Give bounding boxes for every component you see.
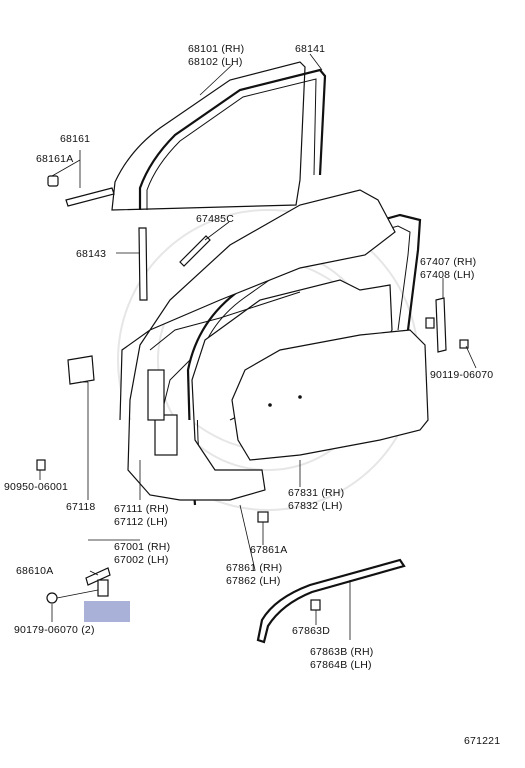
label-67863b: 67863B (RH): [310, 646, 373, 658]
bolt-90179: [46, 592, 58, 604]
label-90950: 90950-06001: [4, 481, 68, 493]
label-68141: 68141: [295, 43, 325, 55]
highlight-box: [84, 601, 130, 622]
clip-68161a: [47, 175, 59, 187]
cushion-67485c: [179, 235, 211, 267]
door-glass: [111, 61, 306, 211]
bolt-90119: [459, 339, 469, 349]
clip-67863d: [310, 599, 321, 611]
label-67002: 67002 (LH): [114, 554, 169, 566]
check-arm: [97, 579, 109, 597]
label-68101: 68101 (RH): [188, 43, 244, 55]
label-67001: 67001 (RH): [114, 541, 170, 553]
label-68102: 68102 (LH): [188, 56, 243, 68]
label-67863d: 67863D: [292, 625, 330, 637]
label-68161: 68161: [60, 133, 90, 145]
label-90119: 90119-06070: [430, 369, 493, 381]
clip-67861a: [257, 511, 269, 523]
leader-lines: [39, 53, 477, 640]
label-68610a: 68610A: [16, 565, 53, 577]
label-67407: 67407 (RH): [420, 256, 476, 268]
glass-run-channel: [138, 68, 327, 210]
label-68161a: 68161A: [36, 153, 73, 165]
rear-lower-channel: [138, 227, 148, 301]
door-panel: [119, 189, 396, 501]
label-67111: 67111 (RH): [114, 503, 169, 515]
service-hole-cover: [231, 329, 429, 461]
label-67118: 67118: [66, 501, 95, 513]
label-67861a: 67861A: [250, 544, 287, 556]
label-67112: 67112 (LH): [114, 516, 168, 528]
clip-90950: [36, 459, 46, 471]
label-67862: 67862 (LH): [226, 575, 281, 587]
hinge-67118: [67, 355, 95, 385]
label-67831: 67831 (RH): [288, 487, 344, 499]
door-weatherstrip: [186, 213, 422, 506]
inner-frame-part: [147, 369, 165, 421]
label-67861: 67861 (RH): [226, 562, 282, 574]
door-channel-67407: [435, 297, 447, 353]
label-90179: 90179-06070 (2): [14, 624, 95, 636]
door-check: [85, 567, 111, 586]
label-67864b: 67864B (LH): [310, 659, 372, 671]
label-67832: 67832 (LH): [288, 500, 343, 512]
label-68143: 68143: [76, 248, 106, 260]
inner-frame-67111: [154, 414, 178, 456]
label-67408: 67408 (LH): [420, 269, 475, 281]
outer-moulding: [256, 558, 406, 644]
diagram-id: 671221: [464, 735, 500, 747]
channel-bracket: [425, 317, 435, 329]
label-67485c: 67485C: [196, 213, 234, 225]
belt-moulding: [65, 187, 115, 207]
part-labels: 68101 (RH) 68102 (LH) 68141 68161 68161A…: [4, 43, 500, 747]
